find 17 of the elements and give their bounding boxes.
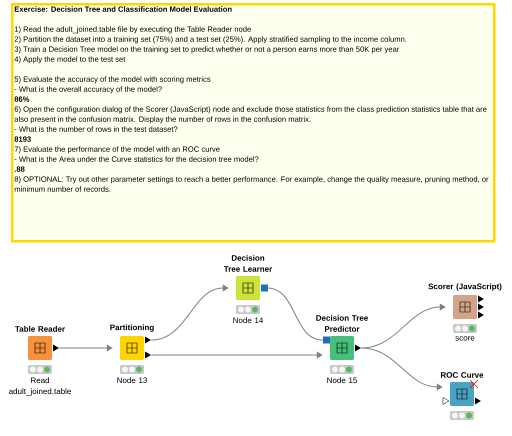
- node-label: ROC Curve: [440, 372, 484, 378]
- node-caption: Node 13: [117, 377, 147, 384]
- node-caption: Node 14: [233, 317, 264, 324]
- node-label: Scorer (JavaScript): [428, 283, 502, 291]
- workflow-node: ROC Curve: [440, 372, 484, 406]
- workflow-node: Table Reader: [15, 326, 65, 360]
- node-caption: score: [455, 336, 474, 341]
- node-caption: Read adult_joined.table: [9, 377, 71, 396]
- workflow-node: Scorer (JavaScript): [428, 283, 502, 319]
- node-caption: Node 15: [327, 377, 357, 384]
- node-label: Decision Tree Learner: [224, 254, 272, 272]
- workflow-node: Decision Tree Learner: [224, 254, 272, 300]
- workflow-node: Partitioning: [110, 324, 154, 360]
- node-label: Decision Tree Predictor: [316, 314, 368, 332]
- workflow-node: Decision Tree Predictor: [316, 314, 368, 360]
- node-label: Partitioning: [110, 324, 154, 332]
- node-label: Table Reader: [15, 326, 65, 332]
